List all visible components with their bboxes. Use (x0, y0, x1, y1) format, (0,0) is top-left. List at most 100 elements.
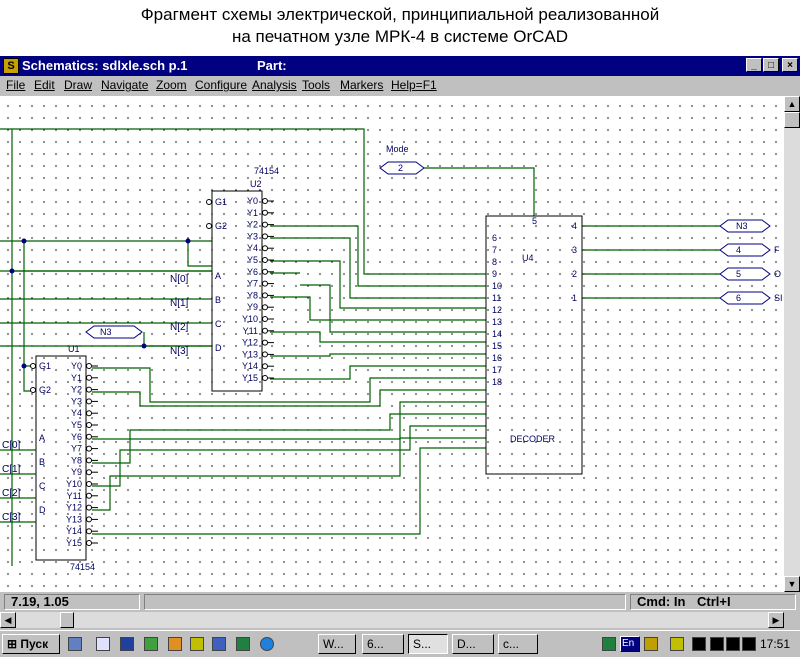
u1-pins-bubble-y12 (86, 504, 92, 511)
scroll-up-arrow-icon[interactable]: ▲ (784, 96, 800, 112)
wire-net (0, 128, 720, 566)
u1-pins-pin-d: D (39, 505, 46, 515)
scroll-left-arrow-icon[interactable]: ◀ (0, 612, 16, 628)
horizontal-scrollbar[interactable]: ◀ ▶ (0, 612, 784, 628)
u2-pins-bubble-y3 (262, 233, 268, 240)
volume-icon[interactable] (644, 637, 658, 651)
menu-configure[interactable]: Configure (195, 78, 248, 92)
task-c[interactable]: c... (498, 634, 538, 654)
start-button[interactable]: ⊞ Пуск (2, 634, 60, 654)
bus-label-n2: N[2] (170, 322, 189, 333)
u2-pins-pin-y8: Y8 (247, 290, 258, 300)
u4-ref: U4 (522, 253, 534, 263)
schematics-window: S Schematics: sdlxle.sch p.1 Part: _ □ ×… (0, 56, 800, 630)
minimize-button[interactable]: _ (746, 58, 762, 72)
ic-u2[interactable]: 74154 U2 Y0Y1Y2Y3Y4Y5Y6Y7Y8Y9Y10Y11Y12Y1… (206, 166, 280, 392)
u1-pins-bubble-y10 (86, 481, 92, 487)
menu-file[interactable]: File (6, 78, 26, 92)
tool-icon[interactable] (190, 637, 204, 651)
desktop-icon[interactable] (68, 637, 82, 651)
media-play-icon[interactable] (710, 637, 724, 651)
pencil-icon[interactable] (168, 637, 182, 651)
media-prev-icon[interactable] (692, 637, 706, 651)
windows-logo-icon: ⊞ (7, 637, 18, 651)
u1-pins-pin-y12: Y12 (66, 503, 82, 513)
title-bar[interactable]: S Schematics: sdlxle.sch p.1 Part: _ □ × (0, 56, 800, 76)
ic-u1[interactable]: 74154 U1 Y0Y1Y2Y3Y4Y5Y6Y7Y8Y9Y10Y11Y12Y1… (30, 344, 99, 572)
u4-pin-10: 10 (492, 281, 502, 291)
command-field: Cmd: In Ctrl+I (630, 594, 796, 610)
scroll-down-arrow-icon[interactable]: ▼ (784, 576, 800, 592)
hscroll-thumb[interactable] (60, 612, 74, 628)
save-disk-icon[interactable] (120, 637, 134, 651)
u2-pins-bubble-y5 (262, 257, 268, 263)
junction-dot (21, 363, 27, 369)
caption-line-2: на печатном узле МРК-4 в системе OrCAD (231, 27, 569, 46)
task-app-6[interactable]: 6... (362, 634, 404, 654)
word-icon[interactable] (212, 637, 226, 651)
task-word[interactable]: W... (318, 634, 356, 654)
app-icon[interactable]: S (3, 58, 19, 74)
vertical-scrollbar[interactable]: ▲ ▼ (784, 96, 800, 592)
u2-pins-pin-d: D (215, 343, 222, 353)
u4-pin-4: 4 (572, 221, 577, 231)
tray-tool-icon[interactable] (670, 637, 684, 651)
u2-pins-pin-y10: Y10 (242, 314, 258, 324)
menu-markers[interactable]: Markers (340, 78, 384, 92)
mode-port[interactable]: Mode 2 (379, 144, 425, 175)
u2-type: 74154 (254, 166, 279, 176)
u4-pin-11: 11 (492, 293, 501, 303)
u2-pins-pin-y4: Y4 (247, 243, 258, 253)
tray-icon[interactable] (602, 637, 616, 651)
notepad-icon[interactable] (96, 637, 110, 651)
clock: 17:51 (760, 637, 791, 651)
coordinate-readout: 7.19, 1.05 (4, 594, 140, 610)
u4-pin-16: 16 (492, 353, 502, 363)
menu-navigate[interactable]: Navigate (101, 78, 149, 92)
u1-pins-pin-y0: Y0 (71, 361, 82, 371)
u1-pins-pin-g1: G1 (39, 361, 51, 371)
media-stop-icon[interactable] (726, 637, 740, 651)
task-d[interactable]: D... (452, 634, 494, 654)
menu-tools[interactable]: Tools (302, 78, 331, 92)
excel-icon[interactable] (236, 637, 250, 651)
task-schematics[interactable]: S... (408, 634, 448, 654)
bus-label-c1: C[1] (2, 464, 21, 475)
u1-pins-pin-y15: Y15 (66, 538, 82, 548)
u1-pins-pin-y1: Y1 (71, 373, 82, 383)
schematic-drawing[interactable]: 74154 U2 Y0Y1Y2Y3Y4Y5Y6Y7Y8Y9Y10Y11Y12Y1… (0, 96, 784, 592)
close-button[interactable]: × (782, 58, 798, 72)
u1-pins-en-bubble-0 (30, 363, 36, 369)
u1-pins-pin-y8: Y8 (71, 455, 82, 465)
maximize-button[interactable]: □ (763, 58, 779, 72)
u2-pins-pin-y14: Y14 (242, 361, 258, 371)
menu-draw[interactable]: Draw (64, 78, 93, 92)
menu-analysis[interactable]: Analysis (252, 78, 297, 92)
language-indicator[interactable]: En (620, 636, 640, 652)
scroll-thumb[interactable] (784, 112, 800, 128)
output-port-shape-1 (719, 243, 771, 257)
menu-edit[interactable]: Edit (34, 78, 55, 92)
u1-pins-pin-g2: G2 (39, 385, 51, 395)
u1-body (35, 355, 87, 561)
u4-pin-9: 9 (492, 269, 497, 279)
ie-icon[interactable] (260, 637, 274, 651)
menu-help[interactable]: Help=F1 (391, 78, 437, 92)
scroll-right-arrow-icon[interactable]: ▶ (768, 612, 784, 628)
network-icon[interactable] (144, 637, 158, 651)
u2-pins-bubble-y12 (262, 339, 268, 346)
u2-pins-en-bubble-1 (206, 223, 212, 229)
u4-pin-18: 18 (492, 377, 502, 387)
n3-port[interactable]: N3 (85, 325, 143, 339)
u2-pins-bubble-y9 (262, 304, 268, 311)
u1-pins-bubble-y8 (86, 457, 92, 464)
mode-label: Mode (386, 144, 409, 154)
menu-zoom[interactable]: Zoom (156, 78, 187, 92)
media-next-icon[interactable] (742, 637, 756, 651)
u2-pins-bubble-y1 (262, 209, 268, 216)
u1-pins-pin-y3: Y3 (71, 396, 82, 406)
u1-pins-bubble-y2 (86, 386, 92, 393)
